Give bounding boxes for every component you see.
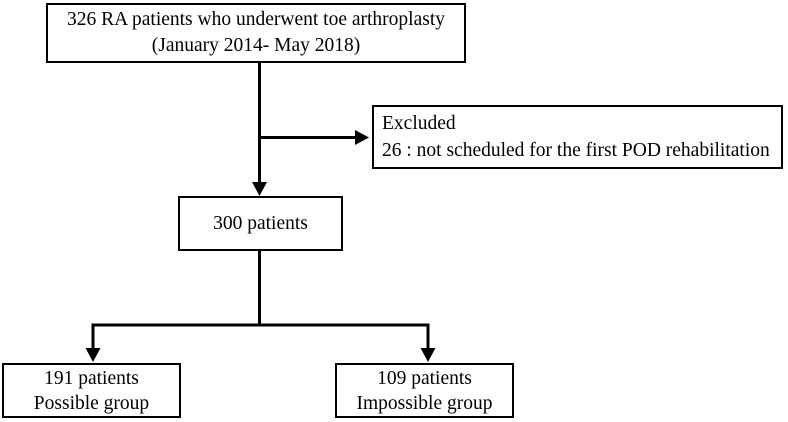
box-total-patients: 326 RA patients who underwent toe arthro…	[46, 3, 466, 63]
arrow-split-to-left	[85, 348, 101, 362]
arrow-top-to-middle	[252, 62, 267, 196]
box-impossible-group-line1: 109 patients	[377, 367, 472, 389]
box-included-patients-line1: 300 patients	[213, 212, 308, 234]
arrow-split-to-right	[420, 348, 436, 362]
box-possible-group-line2: Possible group	[33, 392, 150, 414]
box-total-patients-line1: 326 RA patients who underwent toe arthro…	[66, 9, 445, 30]
box-excluded: Excluded 26 : not scheduled for the firs…	[372, 105, 783, 169]
arrow-to-excluded	[258, 130, 369, 145]
box-included-patients: 300 patients	[178, 196, 343, 251]
box-excluded-line1: Excluded	[382, 113, 456, 134]
box-impossible-group-line2: Impossible group	[356, 392, 493, 414]
box-possible-group: 191 patients Possible group	[2, 363, 181, 418]
box-excluded-line2: 26 : not scheduled for the first POD reh…	[382, 140, 770, 161]
box-impossible-group: 109 patients Impossible group	[335, 363, 514, 418]
box-total-patients-line2: (January 2014- May 2018)	[151, 35, 361, 56]
box-possible-group-line1: 191 patients	[44, 367, 139, 389]
split-connector	[85, 323, 436, 362]
